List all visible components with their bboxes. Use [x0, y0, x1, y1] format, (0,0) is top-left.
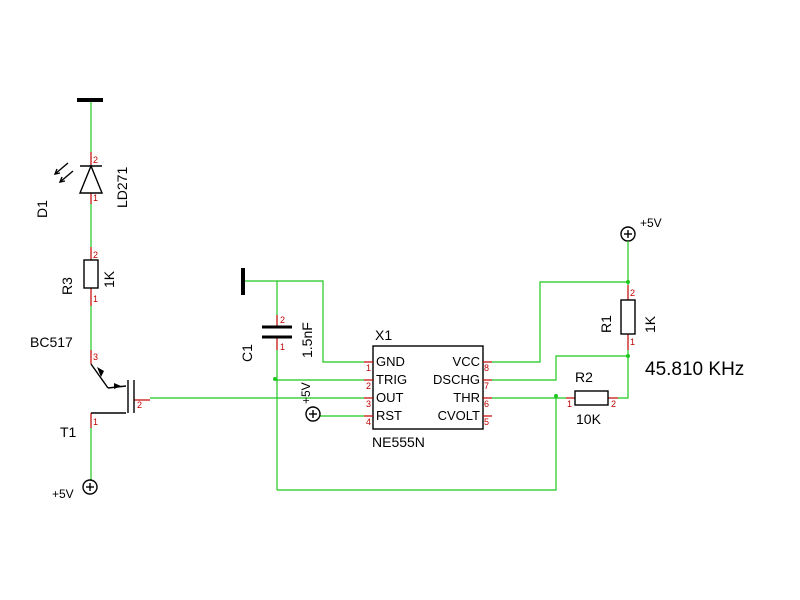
x1-pin-dschg: DSCHG	[433, 372, 480, 387]
r1-pin1-label: 1	[630, 337, 635, 347]
power-vcc-top-right: +5V	[620, 216, 662, 242]
c1-pin2-label: 2	[280, 315, 285, 325]
ic-x1: X1 NE555N GND TRIG OUT RST VCC DSCHG THR…	[364, 327, 492, 450]
r3-ref-label: R3	[59, 277, 75, 295]
x1-pin-vcc: VCC	[453, 354, 480, 369]
vcc-top-right-label: +5V	[640, 216, 662, 230]
d1-ref-label: D1	[34, 200, 50, 218]
x1-value-label: NE555N	[372, 434, 425, 450]
r1-ref-label: R1	[598, 315, 614, 333]
c1-pin1-label: 1	[280, 342, 285, 352]
x1-pin-trig: TRIG	[376, 372, 407, 387]
x1-pin-cvolt: CVOLT	[438, 408, 480, 423]
r2-pin1-label: 1	[567, 399, 572, 409]
wire-bottom-loop	[277, 398, 557, 491]
power-vcc-mid: +5V	[299, 382, 321, 422]
t1-ref-label: T1	[60, 424, 77, 440]
wire-r1-to-r2	[618, 356, 629, 399]
x1-pinnum-2: 2	[366, 381, 371, 391]
x1-pin-rst: RST	[376, 408, 402, 423]
x1-pinnum-1: 1	[366, 363, 371, 373]
x1-pinnum-8: 8	[484, 363, 489, 373]
r3-pin2-label: 2	[93, 250, 98, 260]
x1-pinnum-4: 4	[366, 417, 371, 427]
x1-pinnum-5: 5	[484, 417, 489, 427]
junction-trig	[273, 377, 277, 381]
junction-thr	[554, 394, 558, 398]
t1-pin1-label: 1	[93, 417, 98, 427]
wire-r1-to-dschg	[492, 350, 629, 381]
wire-vcc-to-pin8	[492, 281, 628, 363]
x1-pin-gnd: GND	[376, 354, 405, 369]
junction-vcc	[626, 280, 630, 284]
t1-pin2-label: 2	[137, 400, 142, 410]
t1-pin3-label: 3	[93, 352, 98, 362]
resistor-r2: 1 2 R2 10K	[566, 369, 618, 427]
frequency-readout: 45.810 KHz	[645, 359, 744, 380]
r1-value-label: 1K	[642, 315, 658, 333]
x1-pinnum-3: 3	[366, 399, 371, 409]
led-d1: 2 1 D1 LD271	[34, 152, 130, 218]
vcc-bottom-left-label: +5V	[52, 487, 74, 501]
resistor-r3: 2 1 R3 1K	[59, 247, 117, 306]
c1-ref-label: C1	[239, 344, 255, 362]
r3-value-label: 1K	[101, 270, 117, 288]
wire-gnd-node	[245, 280, 364, 363]
x1-pin-out: OUT	[376, 390, 404, 405]
c1-value-label: 1.5nF	[299, 322, 315, 358]
vcc-mid-label: +5V	[299, 382, 313, 404]
x1-pinnum-7: 7	[484, 381, 489, 391]
x1-pinnum-6: 6	[484, 399, 489, 409]
x1-ref-label: X1	[375, 327, 392, 343]
capacitor-c1: 2 1 C1 1.5nF	[239, 315, 315, 362]
r2-pin2-label: 2	[611, 399, 616, 409]
resistor-r1: 2 1 R1 1K	[598, 285, 658, 350]
d1-value-label: LD271	[114, 167, 130, 208]
power-vcc-bottom-left: +5V	[52, 479, 98, 501]
d1-pin2-label: 2	[93, 155, 98, 165]
t1-value-label: BC517	[30, 334, 73, 350]
x1-pin-thr: THR	[453, 390, 480, 405]
r3-pin1-label: 1	[93, 294, 98, 304]
r2-value-label: 10K	[576, 411, 602, 427]
d1-pin1-label: 1	[93, 193, 98, 203]
r2-ref-label: R2	[575, 369, 593, 385]
r1-pin2-label: 2	[630, 288, 635, 298]
transistor-t1: 3 1 2 BC517 T1	[30, 334, 150, 440]
